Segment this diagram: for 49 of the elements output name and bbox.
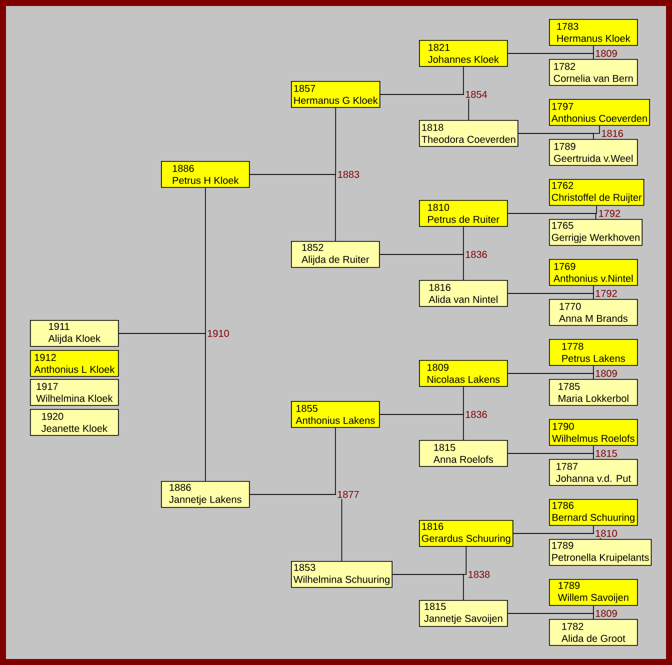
person-box: 1790 Wilhelmus Roelofs: [549, 419, 638, 446]
person-box: 1810 Petrus de Ruiter: [419, 200, 508, 227]
connector-line: [507, 53, 594, 60]
connector-line: [507, 213, 596, 220]
person-box: 1886 Petrus H Kloek: [161, 161, 250, 188]
person-box: 1821 Johannes Kloek: [419, 40, 508, 67]
connector-line: [507, 613, 594, 620]
person-box: 1769 Anthonius v.Nintel: [549, 259, 638, 286]
person-box: 1789 Petronella Kruipelants: [549, 539, 652, 566]
person-box: 1917 Wilhelmina Kloek: [30, 379, 119, 406]
connector-line: [249, 174, 336, 242]
person-box: 1789 Geertruida v.Weel: [549, 139, 638, 166]
person-box: 1797 Anthonius Coeverden: [549, 99, 650, 126]
connector-line: [512, 533, 601, 540]
person-box: 1765 Gerrigje Werkhoven: [549, 219, 643, 246]
connector-line: [379, 414, 464, 440]
person-box: 1785 Maria Lokkerbol: [549, 379, 638, 406]
person-box: 1782 Alida de Groot: [549, 619, 638, 646]
person-box: 1816 Gerardus Schuuring: [419, 520, 514, 547]
person-box: 1778 Petrus Lakens: [549, 339, 638, 366]
person-box: 1809 Nicolaas Lakens: [419, 360, 508, 387]
connector-line: [507, 293, 594, 300]
connector-line: [380, 94, 470, 120]
person-box: 1920 Jeanette Kloek: [30, 409, 119, 436]
connector-line: [518, 133, 594, 140]
connector-line: [507, 453, 594, 460]
person-box: 1782 Cornelia van Bern: [549, 59, 638, 86]
connector-line: [118, 333, 206, 482]
person-box: 1857 Hermanus G Kloek: [291, 81, 380, 108]
person-box: 1816 Alida van Nintel: [419, 280, 508, 307]
person-box: 1815 Anna Roelofs: [419, 440, 508, 467]
person-box: 1911 Alijda Kloek: [30, 320, 119, 347]
person-box: 1786 Bernard Schuuring: [549, 499, 638, 526]
connector-line: [507, 373, 594, 380]
person-box: 1818 Theodora Coeverden: [419, 120, 518, 147]
person-box: 1762 Christoffel de Ruijter: [549, 179, 644, 206]
person-box: 1789 Willem Savoijen: [549, 579, 638, 606]
connector-line: [249, 494, 342, 562]
person-box: 1852 Alijda de Ruiter: [291, 241, 380, 268]
person-box: 1855 Anthonius Lakens: [291, 401, 380, 428]
person-box: 1787 Johanna v.d. Put: [549, 459, 638, 486]
person-box: 1853 Wilhelmina Schuuring: [291, 561, 393, 588]
connector-line: [379, 254, 464, 280]
person-box: 1770 Anna M Brands: [549, 299, 638, 326]
person-box: 1886 Jannetje Lakens: [161, 481, 250, 508]
connector-line: [392, 574, 464, 600]
person-box: 1783 Hermanus Kloek: [549, 19, 638, 46]
person-box: 1912 Anthonius L Kloek: [30, 350, 119, 377]
person-box: 1815 Jannetje Savoijen: [419, 600, 508, 627]
